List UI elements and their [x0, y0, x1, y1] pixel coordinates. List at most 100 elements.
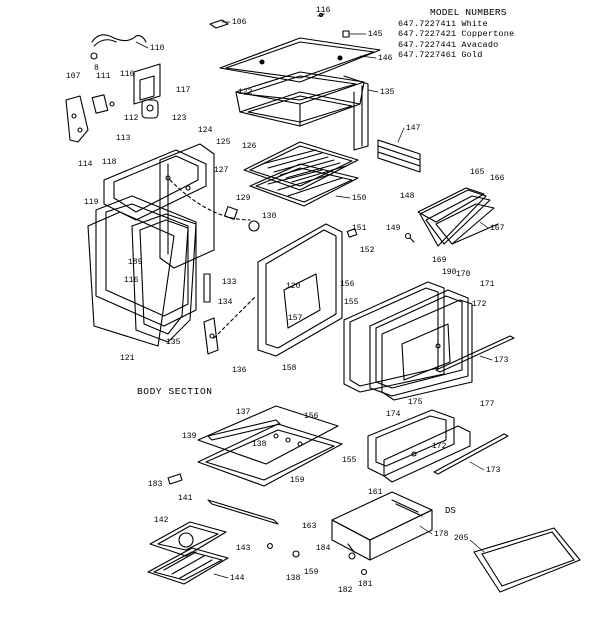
callout-label: 121	[120, 354, 135, 363]
callout-label: 113	[116, 134, 131, 143]
callout-label: 147	[406, 124, 421, 133]
callout-label: 171	[480, 280, 495, 289]
callout-label: 127	[214, 166, 229, 175]
model-numbers-block: MODEL NUMBERS 647.7227411 White 647.7227…	[398, 7, 514, 61]
door-front-172	[381, 299, 473, 401]
callout-label: 145	[368, 30, 383, 39]
callout-label: 156	[304, 412, 319, 421]
clip-116-top	[317, 12, 325, 18]
drawer-pan-205	[473, 527, 581, 593]
callout-label: 123	[172, 114, 187, 123]
callout-label: 144	[230, 574, 245, 583]
bracket-183	[167, 473, 183, 485]
callout-label: 175	[408, 398, 423, 407]
callout-label: 135	[166, 338, 181, 347]
callout-label: 150	[352, 194, 367, 203]
element-129-130	[169, 179, 260, 232]
model-color: White	[461, 18, 488, 29]
callout-label: 189	[128, 258, 143, 267]
callout-label: 106	[232, 18, 247, 27]
model-row: 647.7227441 Avacado	[398, 40, 514, 51]
callout-label: 138	[252, 440, 267, 449]
callout-label: 120	[286, 282, 301, 291]
callout-label: 118	[102, 158, 117, 167]
inner-side-panel-135	[131, 213, 197, 343]
callout-label: 107	[66, 72, 81, 81]
clip-151-152	[346, 228, 358, 238]
outer-side-panel-121	[87, 211, 175, 347]
model-number: 647.7227441	[398, 39, 457, 50]
callout-label: 111	[96, 72, 111, 81]
ds-label: DS	[445, 506, 456, 516]
door-panel-170	[369, 289, 469, 397]
small-parts-lower	[267, 543, 368, 576]
trim-bar-173-upper	[435, 335, 515, 373]
bottom-panel-137	[197, 405, 339, 465]
callout-label: 174	[386, 410, 401, 419]
callout-label: 166	[490, 174, 505, 183]
section-label: BODY SECTION	[137, 386, 213, 397]
model-numbers-title: MODEL NUMBERS	[430, 7, 507, 18]
side-panel-119	[95, 195, 197, 327]
callout-label: 167	[490, 224, 505, 233]
rail-139	[207, 419, 281, 441]
callout-label: 148	[400, 192, 415, 201]
callout-label: 143	[236, 544, 251, 553]
oven-door-window-148	[417, 187, 499, 247]
callout-label: 130	[262, 212, 277, 221]
door-frame-outer-169	[343, 281, 445, 393]
model-color: Gold	[461, 50, 483, 60]
callout-label: 169	[432, 256, 447, 265]
callout-label: 129	[236, 194, 251, 203]
callout-label: 161	[368, 488, 383, 497]
callout-label: 134	[218, 298, 233, 307]
model-color: Avacado	[461, 39, 499, 50]
callout-label: 138	[286, 574, 301, 583]
callout-label: 119	[84, 198, 99, 207]
callout-label: 172	[432, 442, 447, 451]
drawer-box-178	[331, 491, 433, 561]
callout-label: 135	[380, 88, 395, 97]
callout-label: 151	[352, 224, 367, 233]
callout-label: 141	[178, 494, 193, 503]
callout-label: 163	[302, 522, 317, 531]
control-bracket-117-123	[133, 63, 161, 119]
callout-label: 156	[340, 280, 355, 289]
model-row: 647.7227461 Gold	[398, 50, 514, 61]
callout-label: 157	[288, 314, 303, 323]
model-number: 647.7227411	[398, 18, 457, 29]
callout-label: 165	[470, 168, 485, 177]
drawer-front-174	[367, 409, 455, 477]
door-glass-157	[283, 273, 321, 329]
callout-label: 152	[360, 246, 375, 255]
oven-rack-upper	[243, 141, 359, 191]
callout-label: 125	[216, 138, 231, 147]
upper-back-panel	[235, 71, 365, 127]
broiler-grid-144	[147, 547, 229, 585]
rail-141	[207, 499, 279, 525]
model-row: 647.7227411 White	[398, 19, 514, 30]
callout-label: 149	[386, 224, 401, 233]
door-frame-158	[257, 223, 343, 357]
callout-label: 190	[442, 268, 457, 277]
wire-harness-110	[90, 34, 147, 60]
cooktop-top-panel	[219, 37, 381, 83]
callout-label: 8	[94, 64, 99, 73]
side-frame-135-top	[343, 75, 369, 151]
callout-label: 137	[236, 408, 251, 417]
callout-label: 146	[378, 54, 393, 63]
callout-label: 112	[124, 114, 139, 123]
callout-label: 177	[480, 400, 495, 409]
callout-label: 173	[486, 466, 501, 475]
callout-label: 124	[198, 126, 213, 135]
hinge-136	[203, 317, 219, 355]
callout-label: 159	[290, 476, 305, 485]
model-number: 647.7227421	[398, 29, 457, 39]
bottom-panel-159	[197, 423, 343, 487]
callout-label: 116	[120, 70, 135, 79]
leader-lines	[135, 21, 493, 579]
drawer-panel-177	[383, 425, 471, 483]
callout-label: 170	[456, 270, 471, 279]
callout-label: 159	[304, 568, 319, 577]
